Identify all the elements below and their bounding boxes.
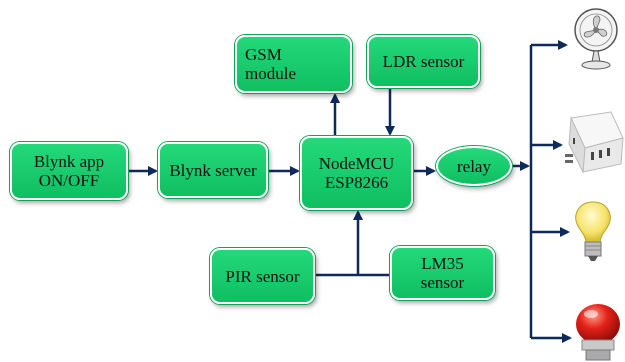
blynk-app-node: Blynk app ON/OFF [10,142,128,200]
gsm-module-node: GSM module [235,35,352,93]
light-bulb-icon [575,201,611,261]
power-socket-icon [565,111,624,174]
ldr-sensor-node: LDR sensor [367,35,480,88]
alarm-light-icon [576,304,620,361]
blynk-server-node: Blynk server [158,142,268,198]
pir-sensor-node: PIR sensor [210,248,315,304]
fan-icon [574,8,618,70]
lm35-sensor-node: LM35 sensor [390,246,495,300]
nodemcu-node: NodeMCU ESP8266 [300,136,413,210]
relay-node: relay [436,146,512,186]
